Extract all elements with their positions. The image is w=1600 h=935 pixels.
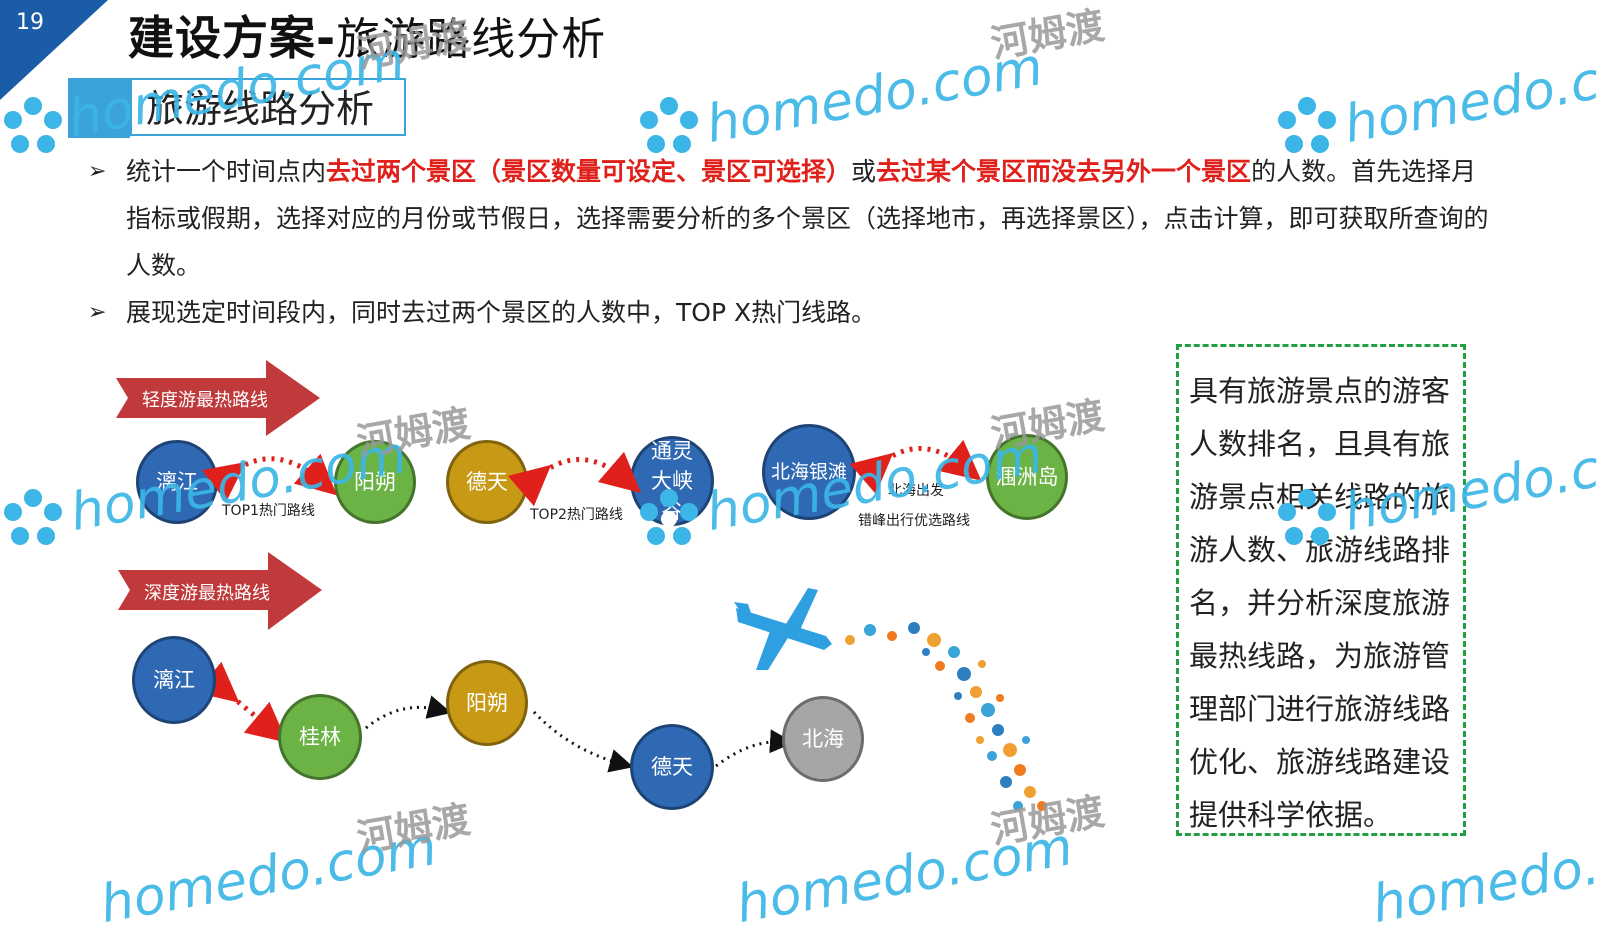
- corner-triangle: [0, 0, 108, 100]
- flower-logo-icon: [1278, 97, 1336, 153]
- bullet-arrow-icon: ➢: [88, 159, 107, 184]
- flower-logo-icon: [4, 489, 62, 545]
- bullet-text: 展现选定时间段内，同时去过两个景区的人数中，TOP X热门线路。: [126, 298, 877, 327]
- bullet-item-2: ➢ 展现选定时间段内，同时去过两个景区的人数中，TOP X热门线路。: [88, 289, 1498, 336]
- bullet-text: 统计一个时间点内: [126, 157, 327, 186]
- deep-tour-ribbon: [118, 552, 322, 630]
- route-label-beihai-depart: 北海出发: [888, 483, 944, 499]
- bullet-text: 或: [851, 157, 877, 186]
- bullet-highlight: 去过两个景区（景区数量可设定、景区可选择）: [326, 157, 852, 186]
- travel-icons-cluster: [845, 622, 1047, 811]
- title-sub: 旅游路线分析: [336, 14, 607, 65]
- route-label-top1: TOP1热门路线: [222, 503, 315, 519]
- bullet-item-1: ➢ 统计一个时间点内去过两个景区（景区数量可设定、景区可选择）或去过某个景区而没…: [88, 148, 1498, 289]
- section-accent-bar: [68, 78, 130, 138]
- light-node-weizhou: 涠洲岛: [986, 434, 1068, 520]
- flower-logo-icon: [4, 97, 62, 153]
- bullet-text: 的人数。首先选择月指标或假期，选择对应的月份或节假日，选择需要分析的多个景区（选…: [126, 157, 1489, 280]
- deep-node-beihai: 北海: [782, 696, 864, 782]
- airplane-icon: [734, 588, 832, 670]
- bullet-arrow-icon: ➢: [88, 300, 107, 325]
- page-title: 建设方案-旅游路线分析: [128, 2, 606, 68]
- bullet-list: ➢ 统计一个时间点内去过两个景区（景区数量可设定、景区可选择）或去过某个景区而没…: [88, 148, 1498, 336]
- page-number: 19: [16, 10, 44, 35]
- light-tour-ribbon: [116, 360, 320, 436]
- deep-node-yangshuo: 阳朔: [446, 660, 528, 746]
- title-main: 建设方案-: [128, 11, 337, 65]
- light-tour-label: 轻度游最热路线: [142, 390, 268, 411]
- deep-tour-label: 深度游最热路线: [144, 583, 270, 604]
- info-box: 具有旅游景点的游客人数排名，且具有旅游景点相关线路的旅游人数、旅游线路排名，并分…: [1176, 344, 1466, 836]
- deep-node-detian: 德天: [630, 724, 714, 810]
- bullet-highlight: 去过某个景区而没去另外一个景区: [876, 157, 1252, 186]
- light-node-yangshuo: 阳朔: [334, 440, 416, 524]
- route-label-top2: TOP2热门路线: [530, 507, 623, 523]
- flower-logo-icon: [640, 97, 698, 153]
- deep-node-guilin: 桂林: [278, 694, 362, 780]
- light-route-arrows: [195, 439, 982, 773]
- deep-node-lijiang: 漓江: [132, 636, 216, 724]
- flower-logo-icon: [640, 489, 698, 545]
- route-label-offpeak: 错峰出行优选路线: [858, 513, 970, 529]
- flower-logo-icon: [1278, 489, 1336, 545]
- section-title: 旅游线路分析: [130, 78, 406, 136]
